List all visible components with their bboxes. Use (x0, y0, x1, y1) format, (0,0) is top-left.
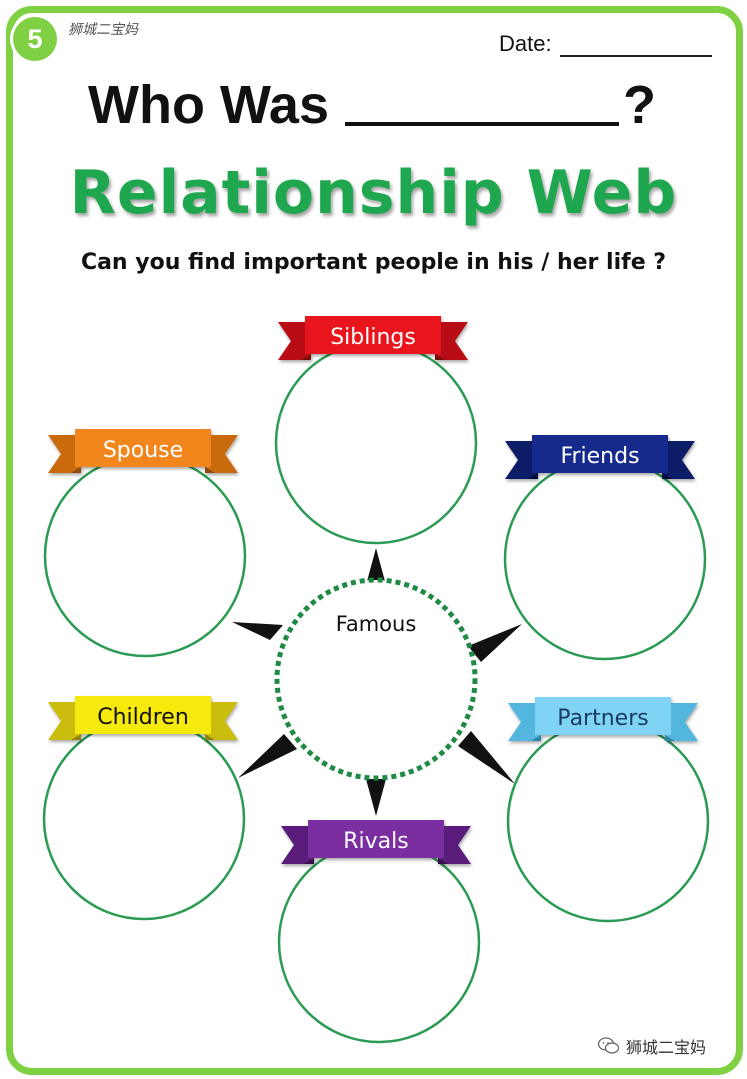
ribbon-label-siblings: Siblings (330, 325, 416, 350)
date-blank-line[interactable] (559, 31, 712, 57)
spoke-rivals (366, 779, 386, 816)
worksheet-title: Relationship Web (69, 158, 678, 228)
ribbon-friends: Friends (505, 435, 695, 479)
ribbon-rivals: Rivals (281, 820, 471, 864)
circle-children[interactable] (42, 717, 246, 921)
name-blank-line[interactable] (344, 74, 619, 126)
ribbon-band-spouse (75, 429, 211, 467)
circle-partners[interactable] (506, 719, 710, 923)
circle-rivals[interactable] (277, 840, 481, 1044)
circle-friends[interactable] (503, 457, 707, 661)
spoke-partners (458, 731, 515, 784)
spoke-children (238, 734, 297, 778)
ribbon-children: Children (48, 696, 238, 740)
ribbon-band-rivals (308, 820, 444, 858)
spoke-friends (468, 624, 522, 662)
wechat-icon (598, 1037, 620, 1054)
ribbon-partners: Partners (508, 697, 698, 741)
outer-circles (42, 341, 710, 1044)
worksheet-subtitle: Can you find important people in his / h… (80, 250, 667, 275)
heading: Who Was ? (88, 74, 656, 136)
ribbon-siblings: Siblings (278, 316, 468, 360)
ribbon-band-friends (532, 435, 668, 473)
spoke-spouse (232, 622, 283, 640)
ribbon-label-spouse: Spouse (103, 438, 183, 463)
ribbon-label-friends: Friends (560, 444, 639, 469)
watermark-top: 狮城二宝妈 (68, 22, 138, 38)
center-circle[interactable] (274, 577, 478, 781)
spokes (232, 548, 522, 816)
ribbon-label-partners: Partners (557, 706, 648, 731)
ribbon-label-rivals: Rivals (343, 829, 408, 854)
circle-siblings[interactable] (274, 341, 478, 545)
page-number-badge: 5 (13, 17, 57, 61)
heading-prefix: Who Was (88, 75, 329, 135)
page-number: 5 (27, 23, 43, 54)
ribbon-spouse: Spouse (48, 429, 238, 473)
ribbon-band-partners (535, 697, 671, 735)
ribbon-label-children: Children (97, 705, 189, 730)
date-field[interactable]: Date: (499, 31, 712, 57)
spoke-siblings (366, 548, 386, 585)
watermark-bottom-text: 狮城二宝妈 (626, 1038, 707, 1057)
heading-suffix: ? (622, 75, 656, 135)
watermark-bottom: 狮城二宝妈 (598, 1034, 706, 1058)
center-label: Famous (336, 612, 417, 636)
circle-spouse[interactable] (43, 454, 247, 658)
ribbon-band-siblings (305, 316, 441, 354)
ribbon-band-children (75, 696, 211, 734)
date-label: Date: (499, 31, 552, 56)
